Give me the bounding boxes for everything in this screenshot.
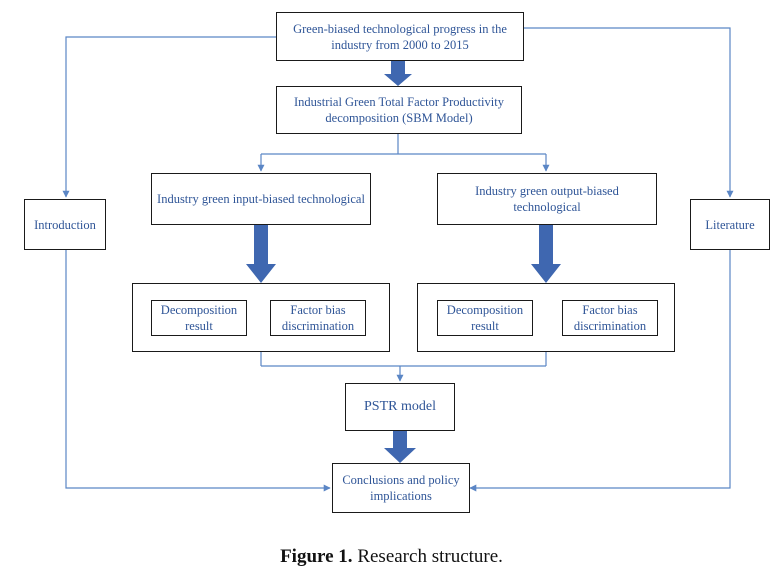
block-arrow-output-to-group bbox=[531, 225, 561, 283]
left-factor-bias-label: Factor bias discrimination bbox=[281, 303, 355, 333]
left-factor-bias-node: Factor bias discrimination bbox=[270, 300, 366, 336]
left-decomposition-node: Decomposition result bbox=[151, 300, 247, 336]
right-factor-bias-label: Factor bias discrimination bbox=[573, 303, 647, 333]
input-biased-label: Industry green input-biased technologica… bbox=[157, 192, 365, 206]
connector-top-to-introduction bbox=[62, 36, 276, 198]
pstr-model-node: PSTR model bbox=[345, 383, 455, 431]
output-biased-label: Industry green output-biased technologic… bbox=[475, 184, 619, 214]
right-decomposition-node: Decomposition result bbox=[437, 300, 533, 336]
introduction-node: Introduction bbox=[24, 199, 106, 250]
sbm-node: Industrial Green Total Factor Productivi… bbox=[276, 86, 522, 134]
introduction-label: Introduction bbox=[34, 217, 96, 232]
right-factor-bias-node: Factor bias discrimination bbox=[562, 300, 658, 336]
block-arrow-input-to-group bbox=[246, 225, 276, 283]
block-arrow-pstr-to-conclusions bbox=[384, 431, 416, 463]
pstr-model-label: PSTR model bbox=[364, 399, 436, 414]
connector-top-to-literature bbox=[524, 27, 734, 198]
output-biased-node: Industry green output-biased technologic… bbox=[437, 173, 657, 225]
left-decomposition-label: Decomposition result bbox=[160, 303, 238, 333]
block-arrow-top-to-sbm bbox=[384, 61, 412, 86]
sbm-node-label: Industrial Green Total Factor Productivi… bbox=[294, 95, 504, 125]
conclusions-node: Conclusions and policy implications bbox=[332, 463, 470, 513]
conclusions-label: Conclusions and policy implications bbox=[342, 473, 460, 503]
figure-caption: Figure 1. Research structure. bbox=[0, 546, 783, 568]
literature-label: Literature bbox=[705, 217, 755, 232]
figure-caption-label: Figure 1. bbox=[280, 546, 353, 567]
top-node-green-biased-progress: Green-biased technological progress in t… bbox=[276, 12, 524, 61]
right-decomposition-label: Decomposition result bbox=[446, 303, 524, 333]
figure-caption-text: Research structure. bbox=[352, 546, 503, 567]
literature-node: Literature bbox=[690, 199, 770, 250]
connector-introduction-to-conclusions bbox=[65, 250, 331, 492]
connector-literature-to-conclusions bbox=[469, 250, 731, 492]
top-node-label: Green-biased technological progress in t… bbox=[293, 21, 507, 52]
input-biased-node: Industry green input-biased technologica… bbox=[151, 173, 371, 225]
